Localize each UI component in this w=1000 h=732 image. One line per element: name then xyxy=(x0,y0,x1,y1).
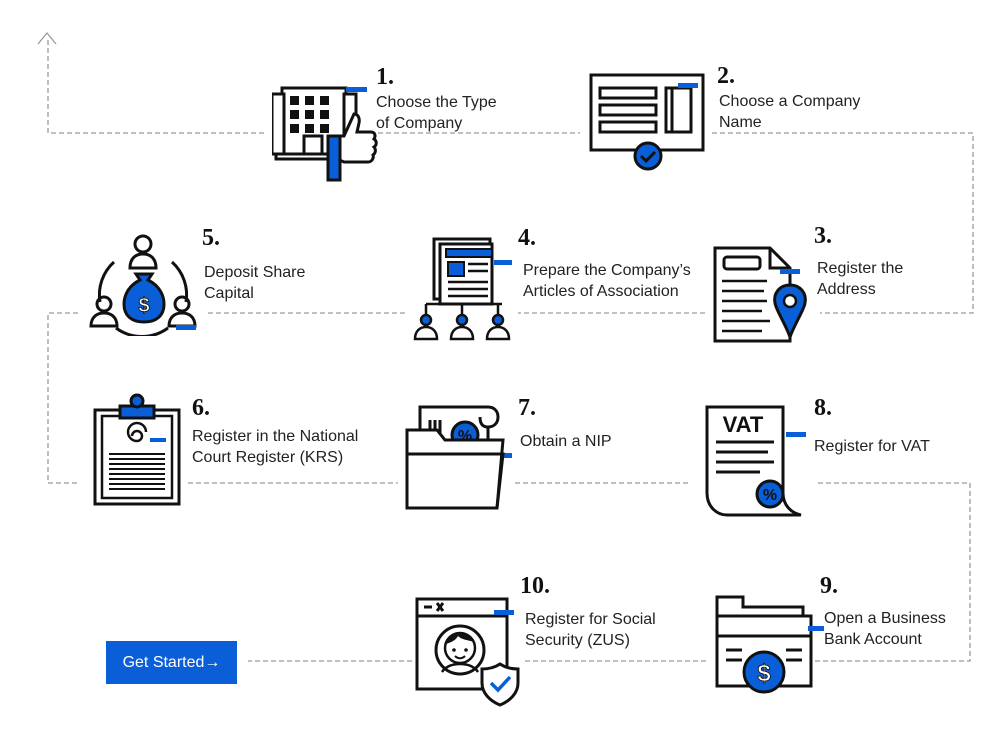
step-label: Register for VAT xyxy=(814,436,930,457)
step-number: 5. xyxy=(202,225,220,251)
step-label: Register in the National Court Register … xyxy=(192,426,358,468)
step-label-line: Deposit Share xyxy=(204,264,306,281)
step-label: Obtain a NIP xyxy=(520,431,612,452)
step-label-line: Choose the Type xyxy=(376,94,497,111)
step-label-line: Open a Business xyxy=(824,610,946,627)
step-label-line: Choose a Company xyxy=(719,93,861,110)
svg-text:$: $ xyxy=(757,660,771,687)
step-number: 9. xyxy=(820,573,838,599)
step-label: Register the Address xyxy=(817,258,903,300)
folder-percent-document-icon: % xyxy=(405,405,512,510)
step-number: 3. xyxy=(814,223,832,249)
step-label: Register for Social Security (ZUS) xyxy=(525,609,656,651)
step-label-line: Capital xyxy=(204,285,254,302)
step-number: 7. xyxy=(518,395,536,421)
step-label: Prepare the Company’s Articles of Associ… xyxy=(523,260,691,302)
svg-text:$: $ xyxy=(138,295,149,317)
document-location-pin-icon xyxy=(713,246,807,343)
step-label: Open a Business Bank Account xyxy=(824,608,946,650)
step-label-line: Prepare the Company’s xyxy=(523,262,691,279)
svg-text:VAT: VAT xyxy=(723,412,764,437)
step-number: 4. xyxy=(518,225,536,251)
step-label-line: Articles of Association xyxy=(523,283,679,300)
step-label-line: Security (ZUS) xyxy=(525,632,630,649)
step-label-line: Court Register (KRS) xyxy=(192,449,344,466)
vat-document-icon: VAT % xyxy=(705,405,806,517)
step-label-line: Register the xyxy=(817,260,904,277)
clipboard-icon xyxy=(93,393,181,506)
step-label: Choose a Company Name xyxy=(719,91,860,133)
step-number: 6. xyxy=(192,395,210,421)
step-label-line: Register for VAT xyxy=(814,438,930,455)
certificate-check-icon xyxy=(589,73,705,171)
office-building-thumbs-up-icon xyxy=(272,86,378,182)
step-label-line: Address xyxy=(817,281,876,298)
svg-text:%: % xyxy=(763,487,777,504)
step-label-line: Name xyxy=(719,114,762,131)
step-label: Choose the Type of Company xyxy=(376,92,497,134)
step-number: 8. xyxy=(814,395,832,421)
bank-card-dollar-icon: $ xyxy=(715,595,824,694)
get-started-button[interactable]: Get Started→ xyxy=(106,641,237,684)
step-number: 1. xyxy=(376,64,394,90)
step-label: Deposit Share Capital xyxy=(204,262,305,304)
step-label-line: Bank Account xyxy=(824,631,922,648)
document-people-icon xyxy=(413,237,512,341)
step-label-line: Register in the National xyxy=(192,428,359,445)
step-number: 10. xyxy=(520,573,550,599)
step-label-line: Obtain a NIP xyxy=(520,433,612,450)
browser-person-shield-icon xyxy=(415,597,520,707)
step-label-line: of Company xyxy=(376,115,463,132)
arrow-up-icon xyxy=(37,31,57,45)
step-label-line: Register for Social xyxy=(525,611,656,628)
step-number: 2. xyxy=(717,63,735,89)
money-bag-people-icon: $ xyxy=(89,234,197,336)
